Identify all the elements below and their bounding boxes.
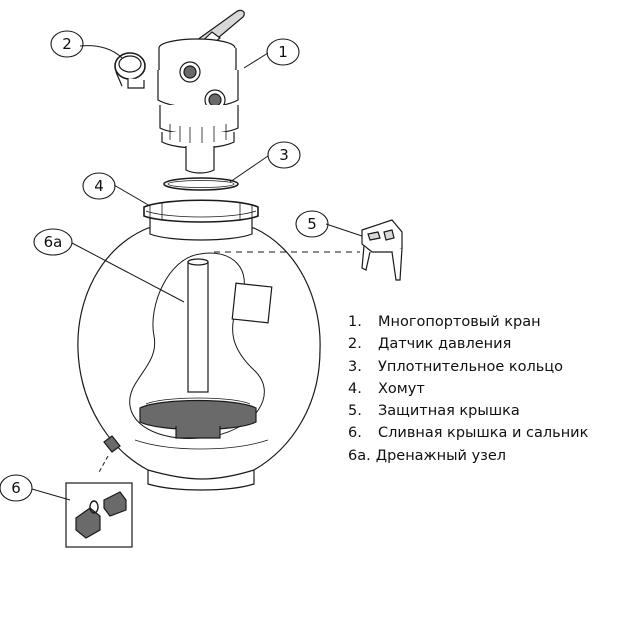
legend-label: Дренажный узел [375,447,507,464]
callout-circle-1 [266,38,300,66]
legend-item-6: 6. Сливная крышка и сальник [348,425,628,447]
pressure-gauge [114,52,146,89]
lateral-assembly [129,252,273,439]
legend-item-3: 3. Уплотнительное кольцо [348,359,628,381]
callout-circle-5 [295,210,329,238]
drain-cap-detail [65,482,133,548]
legend-number: 5. [348,403,362,420]
legend-label: Сливная крышка и сальник [378,425,589,442]
callout-circle-2 [50,30,84,58]
legend-label: Защитная крышка [378,403,520,420]
legend-number: 6. [348,425,362,442]
callout-circle-6a [33,228,73,256]
o-ring [163,177,239,191]
legend-label: Многопортовый кран [378,314,541,330]
protective-cover [361,219,403,281]
callout-circle-4 [82,172,116,200]
legend-item-1: 1. Многопортовый кран [348,314,628,336]
callout-label-4: 4 [94,177,104,195]
callout-label-2: 2 [62,35,72,53]
callout-label-3: 3 [279,146,289,164]
legend-number: 4. [348,380,362,397]
callout-label-6: 6 [11,479,21,497]
legend-number: 3. [348,358,362,375]
legend-item-2: 2. Датчик давления [348,336,628,358]
multiport-valve [157,9,245,174]
legend-label: Датчик давления [378,336,512,353]
legend-number: 2. [348,336,362,353]
clamp-ring [143,199,259,223]
legend-item-4: 4. Хомут [348,381,628,403]
legend-label: Уплотнительное кольцо [378,358,564,375]
callout-label-6a: 6a [44,233,63,251]
legend-label: Хомут [378,380,425,397]
callout-circle-6 [0,474,33,502]
legend-number: 1. [348,314,362,330]
leader-lines [31,45,363,501]
legend-number: 6a. [348,447,371,464]
legend-item-5: 5. Защитная крышка [348,403,628,425]
legend-item-6a: 6a. Дренажный узел [348,448,628,470]
callout-label-5: 5 [307,215,317,233]
drain-port [97,435,121,475]
callout-circles [0,30,329,502]
parts-legend: 1. Многопортовый кран 2. Датчик давления… [348,314,628,470]
callout-circle-3 [267,141,301,169]
callout-label-1: 1 [278,43,288,61]
